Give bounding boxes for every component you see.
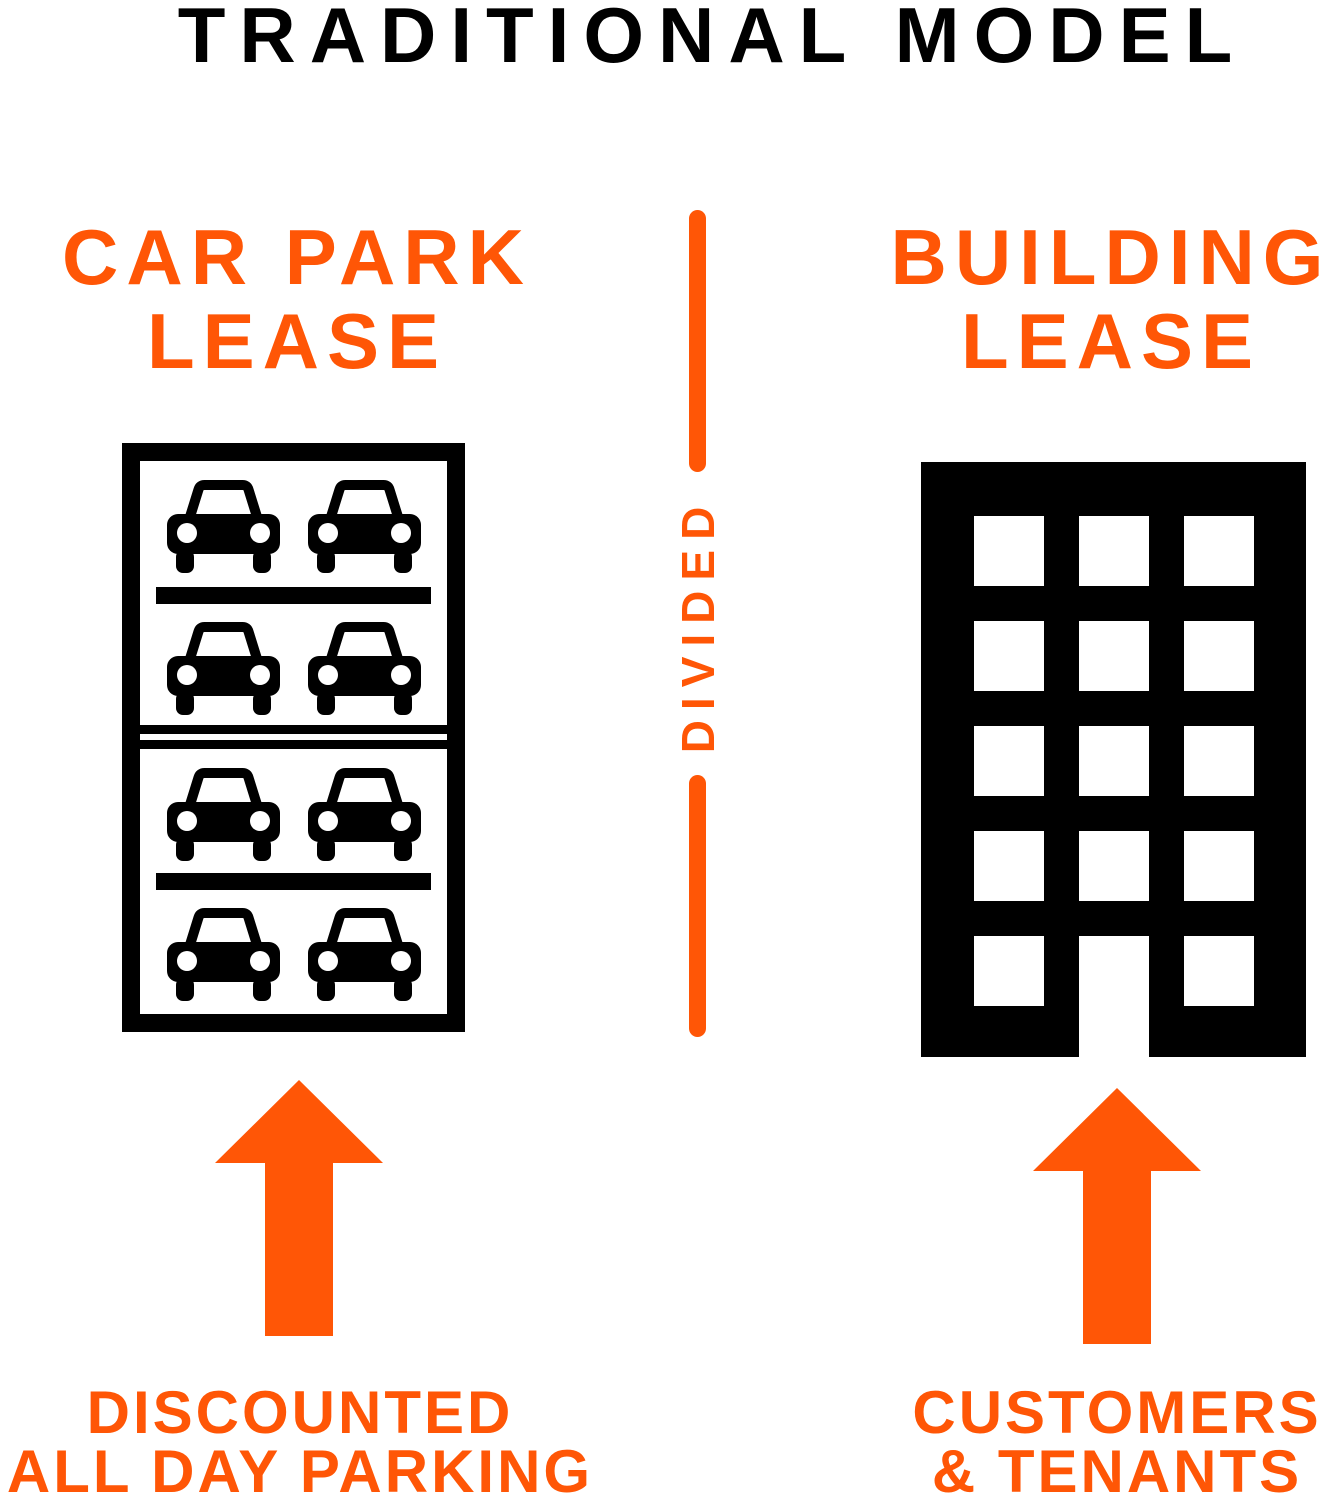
divider-line-top xyxy=(689,210,706,472)
building-lease-heading-line2: LEASE xyxy=(960,297,1262,385)
customers-tenants-caption-line2: & TENANTS xyxy=(931,1438,1303,1505)
car-park-icon xyxy=(122,443,465,1032)
building-lease-heading-line1: BUILDING xyxy=(890,213,1328,301)
car-icon xyxy=(167,480,280,573)
divider-line-bottom xyxy=(689,775,706,1037)
car-park-lease-heading-line1: CAR PARK xyxy=(62,213,532,301)
building-lease-heading: BUILDING LEASE xyxy=(814,215,1328,383)
discounted-parking-caption: DISCOUNTED ALL DAY PARKING xyxy=(0,1379,630,1505)
building-door xyxy=(1079,936,1149,1057)
page-title: TRADITIONAL MODEL xyxy=(177,0,1247,79)
customers-tenants-caption: CUSTOMERS & TENANTS xyxy=(787,1379,1328,1505)
discounted-parking-caption-line1: DISCOUNTED xyxy=(86,1379,514,1446)
up-arrow-icon xyxy=(215,1080,383,1336)
discounted-parking-caption-line2: ALL DAY PARKING xyxy=(6,1438,594,1505)
car-park-lease-heading: CAR PARK LEASE xyxy=(0,215,594,383)
up-arrow-icon xyxy=(1033,1088,1201,1344)
car-park-lease-heading-line2: LEASE xyxy=(146,297,448,385)
customers-tenants-caption-line1: CUSTOMERS xyxy=(912,1379,1322,1446)
building-icon xyxy=(921,462,1306,1057)
